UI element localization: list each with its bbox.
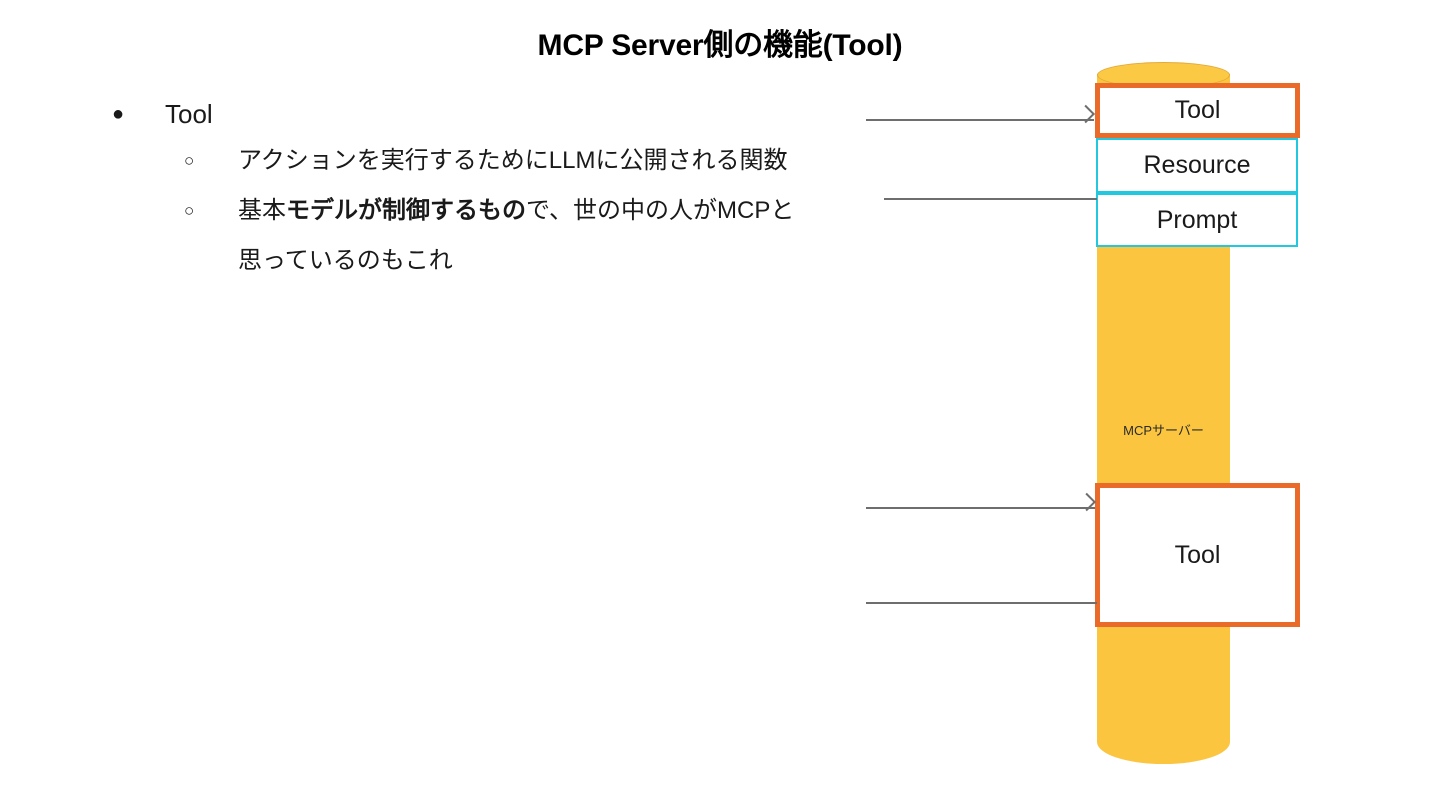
bullet-marker-hollow-icon: ○: [184, 151, 195, 170]
connector-arrow-to-tool-top: [866, 104, 1095, 124]
bullet-subitem-2-emphasis: モデルが制御するもの: [286, 197, 526, 224]
bullet-subitem-2-line2: 思っているのもこれ: [238, 247, 453, 274]
arrowhead-icon: [1076, 104, 1095, 124]
connector-line-to-tool-bottom: [866, 602, 1097, 604]
connector-line-to-prompt: [884, 198, 1097, 200]
bullet-subitem-1: ○ アクションを実行するためにLLMに公開される関数: [100, 136, 900, 186]
capability-box-tool-bottom[interactable]: Tool: [1095, 483, 1300, 627]
arrowhead-icon: [1077, 492, 1096, 512]
bullet-subitem-2: ○ 基本モデルが制御するもので、世の中の人がMCPと 思っているのもこれ: [100, 186, 900, 286]
page-title: MCP Server側の機能(Tool): [537, 29, 903, 62]
bullet-item-tool-label: Tool: [165, 99, 213, 129]
capability-box-prompt[interactable]: Prompt: [1096, 193, 1298, 247]
capability-box-resource[interactable]: Resource: [1096, 138, 1298, 193]
connector-arrow-to-tool-bottom: [866, 492, 1096, 512]
cylinder-label: MCPサーバー: [1123, 423, 1204, 438]
bullet-subitem-2-prefix: 基本: [238, 197, 286, 224]
bullet-list: ● Tool ○ アクションを実行するためにLLMに公開される関数 ○ 基本モデ…: [100, 92, 900, 286]
bullet-item-tool: ● Tool: [100, 92, 900, 136]
bullet-marker-hollow-icon: ○: [184, 201, 195, 220]
bullet-subitem-1-label: アクションを実行するためにLLMに公開される関数: [238, 147, 788, 174]
bullet-marker-filled-icon: ●: [112, 103, 125, 125]
capability-box-tool-top[interactable]: Tool: [1095, 83, 1300, 138]
bullet-subitem-2-suffix: で、世の中の人がMCPと: [526, 197, 795, 224]
